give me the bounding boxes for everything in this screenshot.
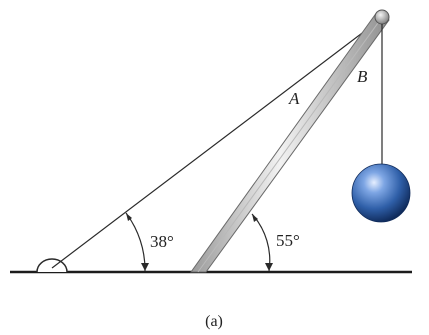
arc-arrow-cable-bottom [141,263,149,271]
cable-a [51,17,383,269]
arc-arrow-boom-bottom [265,263,273,271]
arc-arrow-boom-top [252,214,258,222]
label-angle-38: 38° [150,232,174,251]
label-cable-a: A [288,89,300,108]
pin-support [36,258,68,273]
label-cable-b: B [357,67,368,86]
sphere [351,163,411,223]
angle-arc-boom [251,213,271,272]
boom-edge [197,15,384,273]
figure-caption: (a) [205,313,223,330]
arc-arrow-cable-top [126,213,132,221]
label-angle-55: 55° [276,231,300,250]
top-pin [374,9,390,25]
angle-arc-cable [125,212,146,272]
